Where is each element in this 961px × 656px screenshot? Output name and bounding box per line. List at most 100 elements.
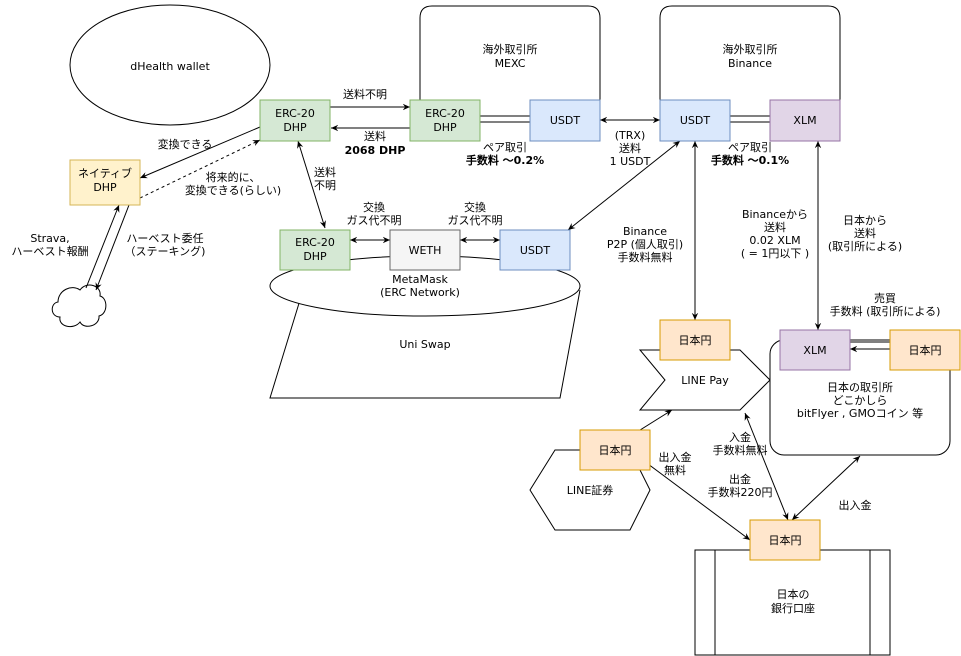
- bank-label-line: 銀行口座: [771, 601, 815, 615]
- withdraw-220-label: 出金手数料220円: [708, 472, 773, 499]
- trx-label-line: 1 USDT: [610, 155, 651, 168]
- edge-binance-usdt-uni-usdt: [567, 140, 681, 231]
- harvest-label: ハーベスト委任（ステーキング): [125, 232, 206, 258]
- binance-label-line: 海外取引所: [723, 42, 778, 56]
- from-binance-label-line: 送料: [764, 220, 786, 234]
- usdt-binance-label-line: USDT: [680, 114, 711, 127]
- jpy-linepay-box: [659, 319, 731, 361]
- jp-exchange-label-line: 日本の取引所: [827, 380, 893, 394]
- swap-gas-2-label-line: 交換: [464, 200, 486, 214]
- fee-unknown-side-label-line: 不明: [314, 179, 336, 192]
- edge-native-to-erc20-future: [139, 139, 261, 199]
- xlm-binance-box: [769, 99, 841, 142]
- xlm-jp-label-line: XLM: [803, 344, 826, 357]
- bank-label: 日本の銀行口座: [771, 587, 815, 615]
- edge-bank-exchange: [791, 455, 861, 521]
- binance-p2p-label-line: Binance: [623, 225, 667, 238]
- wallet-label: dHealth wallet: [130, 60, 210, 73]
- jp-exchange-label-line: どこかしら: [833, 394, 888, 407]
- swap-gas-2-label-line: ガス代不明: [448, 214, 503, 227]
- linepay-label-line: LINE Pay: [681, 374, 729, 387]
- uniswap-label-line: Uni Swap: [399, 338, 450, 351]
- from-japan-label: 日本から送料(取引所による): [828, 213, 902, 253]
- pair-mexc-label: ペア取引手数料 ～0.2%: [466, 140, 544, 167]
- dhealth-wallet-ellipse: [69, 4, 271, 126]
- fee-unknown-side-label-line: 送料: [314, 165, 336, 179]
- mexc-label-line: 海外取引所: [483, 42, 538, 56]
- convertible-label-line: 変換できる: [158, 137, 213, 151]
- strava-label-line: Strava,: [30, 232, 69, 245]
- erc20-uni-label-line: ERC-20: [295, 236, 335, 249]
- metamask-label-line: MetaMask: [392, 273, 448, 286]
- usdt-uni-box: [499, 229, 571, 271]
- erc20-main-box: [259, 99, 331, 142]
- xlm-binance-label-line: XLM: [793, 114, 816, 127]
- harvest-label-line: （ステーキング): [125, 244, 206, 258]
- pair-mexc-label-line: 手数料 ～0.2%: [466, 153, 544, 167]
- trade-fee-label-line: 売買: [874, 292, 896, 305]
- metamask-label: MetaMask(ERC Network): [380, 273, 460, 299]
- from-japan-label-line: (取引所による): [828, 239, 902, 253]
- jp-exchange-label-line: bitFlyer , GMOコイン 等: [797, 406, 923, 420]
- pair-mexc-label-line: ペア取引: [483, 140, 527, 154]
- pair-binance-label-line: 手数料 ～0.1%: [711, 153, 789, 167]
- edge-linesec-bank: [639, 457, 751, 541]
- pair-binance-label: ペア取引手数料 ～0.1%: [711, 140, 789, 167]
- usdt-binance-box: [659, 99, 731, 142]
- fee-unknown-side-label: 送料不明: [314, 165, 336, 192]
- withdraw-220-label-line: 出金: [729, 472, 751, 486]
- edge-strava-to-native: [85, 204, 120, 289]
- weth-box: [389, 229, 461, 271]
- jpy-line-sec-label-line: 日本円: [599, 443, 632, 457]
- fee-unknown-top-label: 送料不明: [343, 87, 387, 101]
- jpy-jp-box: [889, 329, 961, 371]
- weth-label: WETH: [409, 244, 442, 257]
- deposit-withdraw-label: 出入金: [839, 498, 872, 512]
- erc20-uni-label-line: DHP: [303, 250, 327, 263]
- future-convert-label-line: 将来的に、: [206, 170, 261, 184]
- deposit-withdraw-line-label-line: 出入金: [659, 450, 692, 464]
- withdraw-220-label-line: 手数料220円: [708, 485, 773, 499]
- swap-gas-1-label-line: ガス代不明: [347, 214, 402, 227]
- xlm-binance-label: XLM: [793, 114, 816, 127]
- from-binance-label-line: ( = 1円以下 ): [741, 247, 809, 260]
- trx-label-line: (TRX): [615, 129, 645, 142]
- trade-fee-label: 売買手数料 (取引所による): [830, 292, 941, 318]
- deposit-withdraw-label-line: 出入金: [839, 498, 872, 512]
- swap-gas-2-label: 交換ガス代不明: [448, 200, 503, 227]
- swap-gas-1-label-line: 交換: [363, 200, 385, 214]
- erc20-main-label-line: ERC-20: [275, 107, 315, 120]
- uniswap-shape: [269, 289, 581, 399]
- usdt-uni-label: USDT: [520, 244, 551, 257]
- erc20-uni-box: [279, 229, 351, 271]
- bank-label-line: 日本の: [777, 587, 810, 601]
- fee-unknown-top-label-line: 送料不明: [343, 87, 387, 101]
- future-convert-label-line: 変換できる(らしい): [185, 183, 281, 197]
- edge-erc20-to-native: [139, 126, 261, 179]
- edge-erc20-uni: [297, 140, 326, 229]
- metamask-label-line: (ERC Network): [380, 286, 460, 299]
- swap-gas-1-label: 交換ガス代不明: [347, 200, 402, 227]
- deposit-free-label: 入金手数料無料: [713, 430, 768, 457]
- erc20-main-label-line: DHP: [283, 121, 307, 134]
- edge-native-to-cloud: [95, 204, 130, 291]
- line-securities-label-line: LINE証券: [567, 483, 614, 497]
- uniswap-label: Uni Swap: [399, 338, 450, 351]
- trx-label-line: 送料: [619, 141, 641, 155]
- mexc-label-line: MEXC: [495, 57, 526, 70]
- convertible-label: 変換できる: [158, 137, 213, 151]
- jpy-bank-box: [749, 519, 821, 561]
- from-binance-label-line: Binanceから: [742, 208, 808, 221]
- binance-container: [659, 5, 841, 100]
